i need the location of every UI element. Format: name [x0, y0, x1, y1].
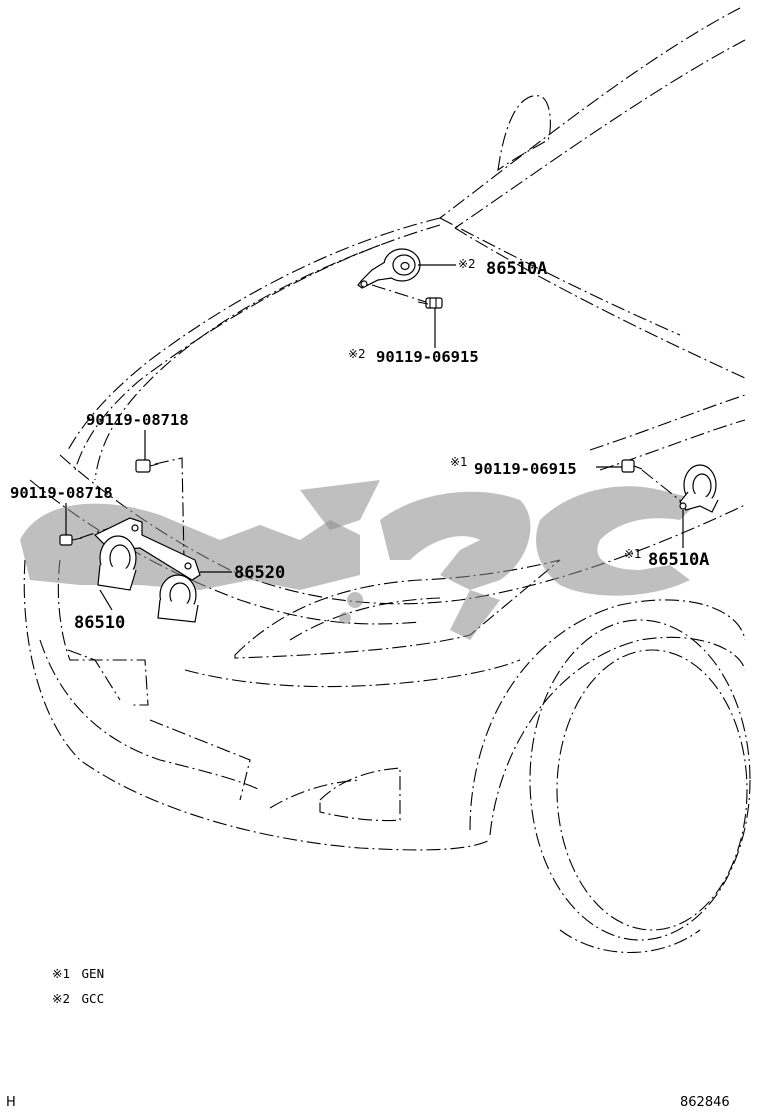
mark-bolt-gcc: ※2: [348, 347, 366, 361]
horn-gcc-icon: [357, 248, 421, 289]
dash-bolt-gen: [641, 469, 683, 503]
label-bracket: 86520: [234, 563, 285, 583]
legend-text-gen: GEN: [82, 966, 105, 981]
label-bolt-gen: 90119-06915: [474, 460, 577, 478]
legend: ※1 GEN ※2 GCC: [52, 966, 104, 1006]
watermark-logo: [20, 480, 700, 640]
bolt-upper-icon: [135, 459, 159, 473]
mark-bolt-gen: ※1: [450, 455, 468, 469]
horn-std-right-icon: [157, 574, 199, 623]
mark-horn-gen: ※1: [624, 547, 642, 561]
label-bracket-bolt-left: 90119-08718: [10, 484, 113, 502]
bolt-left-icon: [59, 534, 83, 546]
diagram-id: 862846: [680, 1095, 730, 1110]
leader-horn-std: [99, 589, 113, 611]
legend-text-gcc: GCC: [82, 991, 105, 1006]
dash-bolt-gcc: [371, 284, 427, 303]
horn-std-left-icon: [97, 535, 137, 591]
bolt-gen-icon: [621, 459, 643, 473]
label-horn-gen: 86510A: [648, 550, 709, 570]
label-horn-std: 86510: [74, 613, 125, 633]
horn-gen-icon: [679, 464, 719, 513]
bolt-gcc-icon: [417, 297, 443, 309]
car-outline: [23, 7, 751, 953]
dash-bolt-upper: [154, 457, 185, 561]
legend-item-gen: ※1 GEN: [52, 966, 104, 981]
label-bolt-gcc: 90119-06915: [376, 348, 479, 366]
legend-item-gcc: ※2 GCC: [52, 991, 104, 1006]
legend-mark-gen: ※1: [52, 966, 70, 981]
mark-horn-gcc: ※2: [458, 257, 476, 271]
footer-code: H: [6, 1095, 16, 1110]
label-horn-gcc: 86510A: [486, 259, 547, 279]
legend-mark-gcc: ※2: [52, 991, 70, 1006]
label-bracket-bolt-upper: 90119-08718: [86, 411, 189, 429]
